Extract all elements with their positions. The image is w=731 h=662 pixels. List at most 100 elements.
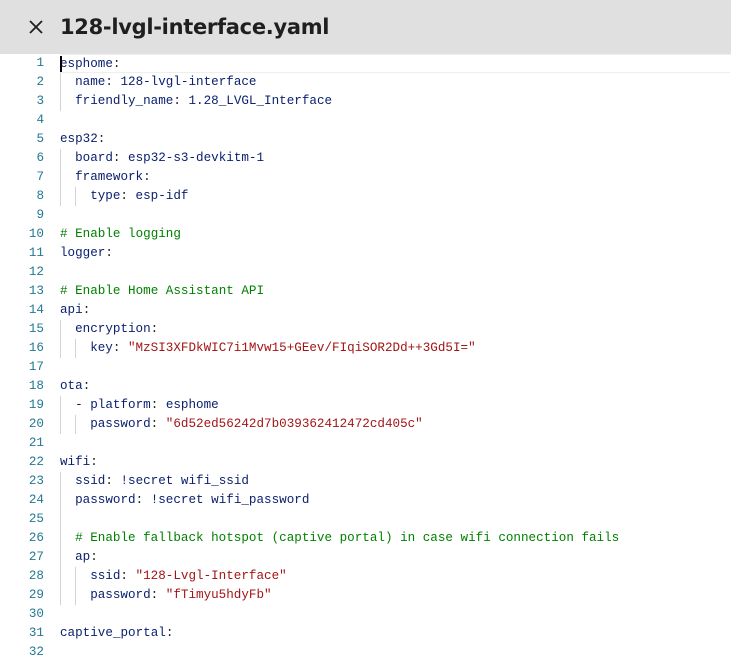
- punctuation: :: [120, 189, 136, 203]
- line-number: 3: [36, 94, 44, 108]
- code-line[interactable]: 26# Enable fallback hotspot (captive por…: [0, 529, 731, 548]
- code-line[interactable]: 30: [0, 605, 731, 624]
- yaml-key: ota: [60, 379, 83, 393]
- punctuation: :: [97, 132, 106, 146]
- punctuation: :: [112, 151, 129, 165]
- yaml-comment: # Enable logging: [60, 227, 181, 241]
- yaml-key: ssid: [90, 569, 121, 583]
- yaml-key: api: [60, 303, 83, 317]
- code-line[interactable]: 12: [0, 263, 731, 282]
- punctuation: :: [112, 341, 128, 355]
- code-line[interactable]: 21: [0, 434, 731, 453]
- code-line[interactable]: 18 ota:: [0, 377, 731, 396]
- line-number: 12: [28, 265, 44, 279]
- yaml-string: "MzSI3XFDkWIC7i1Mvw15+GEev/FIqiSOR2Dd++3…: [128, 341, 476, 355]
- line-number: 13: [28, 284, 44, 298]
- code-line[interactable]: 9: [0, 206, 731, 225]
- code-line[interactable]: 19- platform: esphome: [0, 396, 731, 415]
- line-content: password: !secret wifi_password: [60, 491, 309, 510]
- indent-guide: [60, 529, 75, 548]
- close-button[interactable]: [25, 16, 47, 38]
- line-number: 29: [28, 588, 44, 602]
- line-content: - platform: esphome: [60, 396, 219, 415]
- line-content: api:: [60, 301, 90, 320]
- line-content: # Enable fallback hotspot (captive porta…: [60, 529, 619, 548]
- code-line[interactable]: 8 type: esp-idf: [0, 187, 731, 206]
- code-line[interactable]: 16 key: "MzSI3XFDkWIC7i1Mvw15+GEev/FIqiSO…: [0, 339, 731, 358]
- indent-guide: [75, 187, 90, 206]
- line-number: 18: [28, 379, 44, 393]
- line-number: 30: [28, 607, 44, 621]
- punctuation: :: [173, 94, 189, 108]
- yaml-key: framework: [75, 170, 144, 184]
- line-content: esphome:: [60, 54, 730, 73]
- code-line[interactable]: 10 # Enable logging: [0, 225, 731, 244]
- line-number: 17: [28, 360, 44, 374]
- indent-guide: [60, 73, 75, 92]
- line-number: 4: [36, 113, 44, 127]
- line-number: 5: [36, 132, 44, 146]
- indent-guide: [60, 187, 75, 206]
- yaml-comment: # Enable fallback hotspot (captive porta…: [75, 531, 620, 545]
- line-content: captive_portal:: [60, 624, 173, 643]
- indent-guide: [60, 396, 75, 415]
- yaml-key: password: [90, 588, 151, 602]
- indent-guide: [60, 472, 75, 491]
- code-line[interactable]: 4: [0, 111, 731, 130]
- code-line[interactable]: 13 # Enable Home Assistant API: [0, 282, 731, 301]
- line-number: 8: [36, 189, 44, 203]
- line-number: 7: [36, 170, 44, 184]
- punctuation: :: [90, 550, 98, 564]
- line-content: # Enable Home Assistant API: [60, 282, 264, 301]
- code-line[interactable]: 32: [0, 643, 731, 662]
- indent-guide: [75, 415, 90, 434]
- yaml-key: esphome: [60, 57, 113, 71]
- indent-guide: [60, 567, 75, 586]
- punctuation: :: [120, 569, 136, 583]
- line-content: logger:: [60, 244, 113, 263]
- punctuation: :: [150, 588, 166, 602]
- code-line[interactable]: 25: [0, 510, 731, 529]
- line-content: friendly_name: 1.28_LVGL_Interface: [60, 92, 332, 111]
- yaml-value: esphome: [165, 398, 219, 412]
- yaml-value: 128-lvgl-interface: [120, 75, 257, 89]
- line-content: ota:: [60, 377, 90, 396]
- punctuation: :: [105, 75, 121, 89]
- indent-guide: [60, 339, 75, 358]
- yaml-key: password: [90, 417, 151, 431]
- punctuation: :: [165, 626, 174, 640]
- yaml-key: password: [75, 493, 136, 507]
- line-number: 16: [28, 341, 44, 355]
- line-number: 2: [36, 75, 44, 89]
- yaml-key: ssid: [75, 474, 106, 488]
- indent-guide: [75, 339, 90, 358]
- yaml-key: key: [90, 341, 113, 355]
- code-line[interactable]: 3 friendly_name: 1.28_LVGL_Interface: [0, 92, 731, 111]
- indent-guide: [75, 567, 90, 586]
- code-line[interactable]: 17: [0, 358, 731, 377]
- line-content: # Enable logging: [60, 225, 181, 244]
- line-content: type: esp-idf: [60, 187, 188, 206]
- indent-guide: [60, 491, 75, 510]
- punctuation: :: [150, 322, 159, 336]
- line-number: 10: [28, 227, 44, 241]
- yaml-comment: # Enable Home Assistant API: [60, 284, 265, 298]
- line-number: 22: [28, 455, 44, 469]
